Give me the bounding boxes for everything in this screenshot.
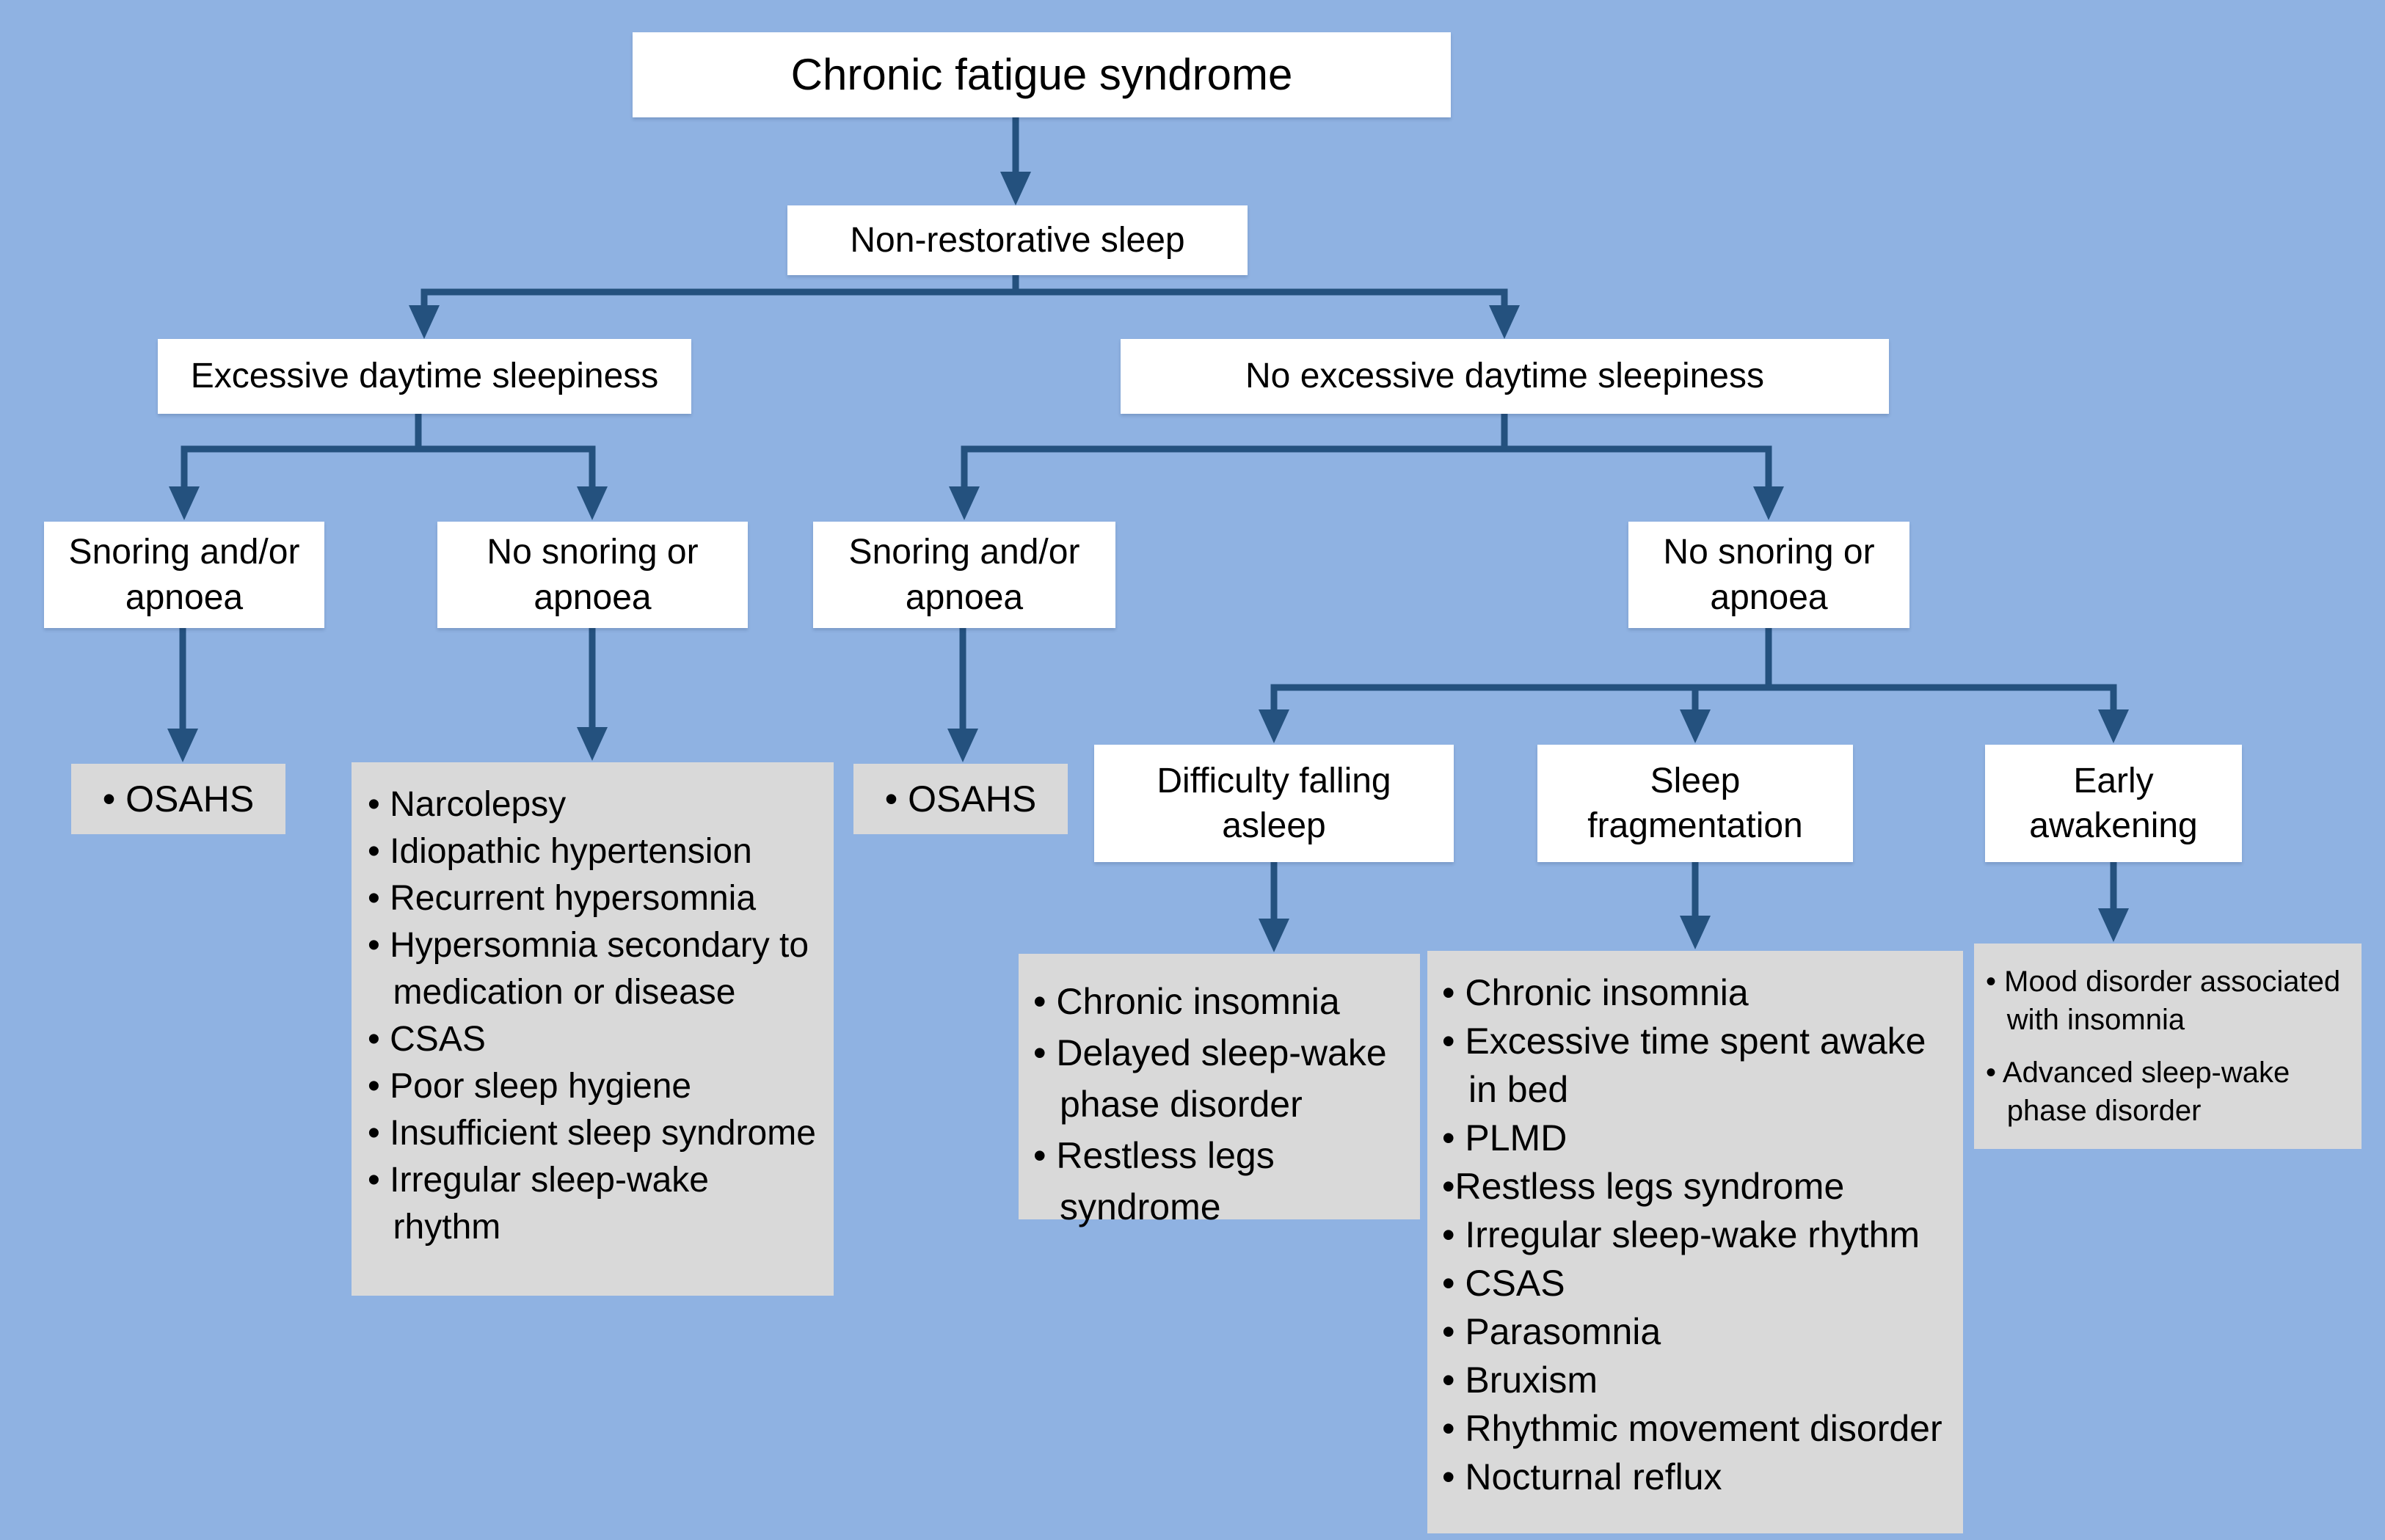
list-item: • Parasomnia (1442, 1311, 1661, 1352)
arrow-early-to-list (2098, 861, 2129, 942)
outcome-osahs-right: • OSAHS (853, 764, 1068, 834)
node-no-snoring-apnoea-left: No snoring or apnoea (437, 522, 748, 628)
arrow-no-eds-split (949, 412, 1784, 520)
node-non-restorative-sleep: Non-restorative sleep (787, 205, 1248, 275)
list-item: • Hypersomnia secondary to medication or… (368, 926, 809, 1012)
node-no-excessive-daytime-sleepiness: No excessive daytime sleepiness (1121, 339, 1889, 414)
arrow-snoring-right-to-osahs (947, 628, 978, 762)
list-item: • Irregular sleep-wake rhythm (368, 1161, 709, 1247)
outcome-osahs-left: • OSAHS (71, 764, 285, 834)
arrow-no-snoring-left-to-list (577, 628, 608, 761)
list-item: • Advanced sleep-wake phase disorder (1986, 1057, 2290, 1127)
node-chronic-fatigue-syndrome: Chronic fatigue syndrome (633, 32, 1451, 117)
list-item: • Idiopathic hypertension (368, 832, 752, 871)
outcome-list-difficulty-falling-asleep: • Chronic insomnia • Delayed sleep-wake p… (1019, 954, 1420, 1227)
list-item: • Restless legs syndrome (1033, 1135, 1275, 1227)
arrow-snoring-left-to-osahs (167, 628, 198, 762)
arrow-no-snoring-right-split (1259, 628, 2129, 743)
node-difficulty-falling-asleep: Difficulty falling asleep (1094, 745, 1454, 862)
list-item: • Irregular sleep-wake rhythm (1442, 1214, 1920, 1255)
list-item: • PLMD (1442, 1117, 1567, 1158)
list-item: • Recurrent hypersomnia (368, 879, 757, 918)
list-item: • Excessive time spent awake in bed (1442, 1021, 1926, 1110)
arrow-eds-split (169, 412, 608, 520)
list-item: • Narcolepsy (368, 785, 567, 824)
node-snoring-apnoea-right: Snoring and/or apnoea (813, 522, 1115, 628)
list-item: • Rhythmic movement disorder (1442, 1408, 1942, 1449)
list-item: • Chronic insomnia (1033, 981, 1340, 1022)
list-item: •Restless legs syndrome (1442, 1166, 1845, 1207)
list-item: • Chronic insomnia (1442, 972, 1749, 1013)
arrow-non-restorative-split (409, 274, 1520, 339)
list-item: • Insufficient sleep syndrome (368, 1114, 816, 1153)
list-item: • Poor sleep hygiene (368, 1067, 692, 1106)
node-snoring-apnoea-left: Snoring and/or apnoea (44, 522, 324, 628)
list-item: • Nocturnal reflux (1442, 1456, 1722, 1497)
outcome-list-sleep-fragmentation: • Chronic insomnia • Excessive time spent… (1427, 951, 1963, 1533)
arrow-difficulty-to-list (1259, 861, 1289, 952)
list-item: • CSAS (368, 1020, 486, 1059)
list-item: • CSAS (1442, 1263, 1565, 1304)
arrow-root-to-non-restorative (1000, 116, 1031, 205)
arrow-fragmentation-to-list (1680, 861, 1711, 949)
node-sleep-fragmentation: Sleep fragmentation (1537, 745, 1853, 862)
node-early-awakening: Early awakening (1985, 745, 2242, 862)
outcome-list-early-awakening: • Mood disorder associated with insomnia… (1974, 944, 2362, 1149)
list-item: • Mood disorder associated with insomnia (1986, 966, 2341, 1036)
list-item: • Bruxism (1442, 1360, 1598, 1401)
list-item: • Delayed sleep-wake phase disorder (1033, 1032, 1387, 1125)
outcome-list-no-snoring-eds: • Narcolepsy • Idiopathic hypertension • R… (352, 762, 834, 1296)
node-excessive-daytime-sleepiness: Excessive daytime sleepiness (158, 339, 691, 414)
node-no-snoring-apnoea-right: No snoring or apnoea (1628, 522, 1909, 628)
